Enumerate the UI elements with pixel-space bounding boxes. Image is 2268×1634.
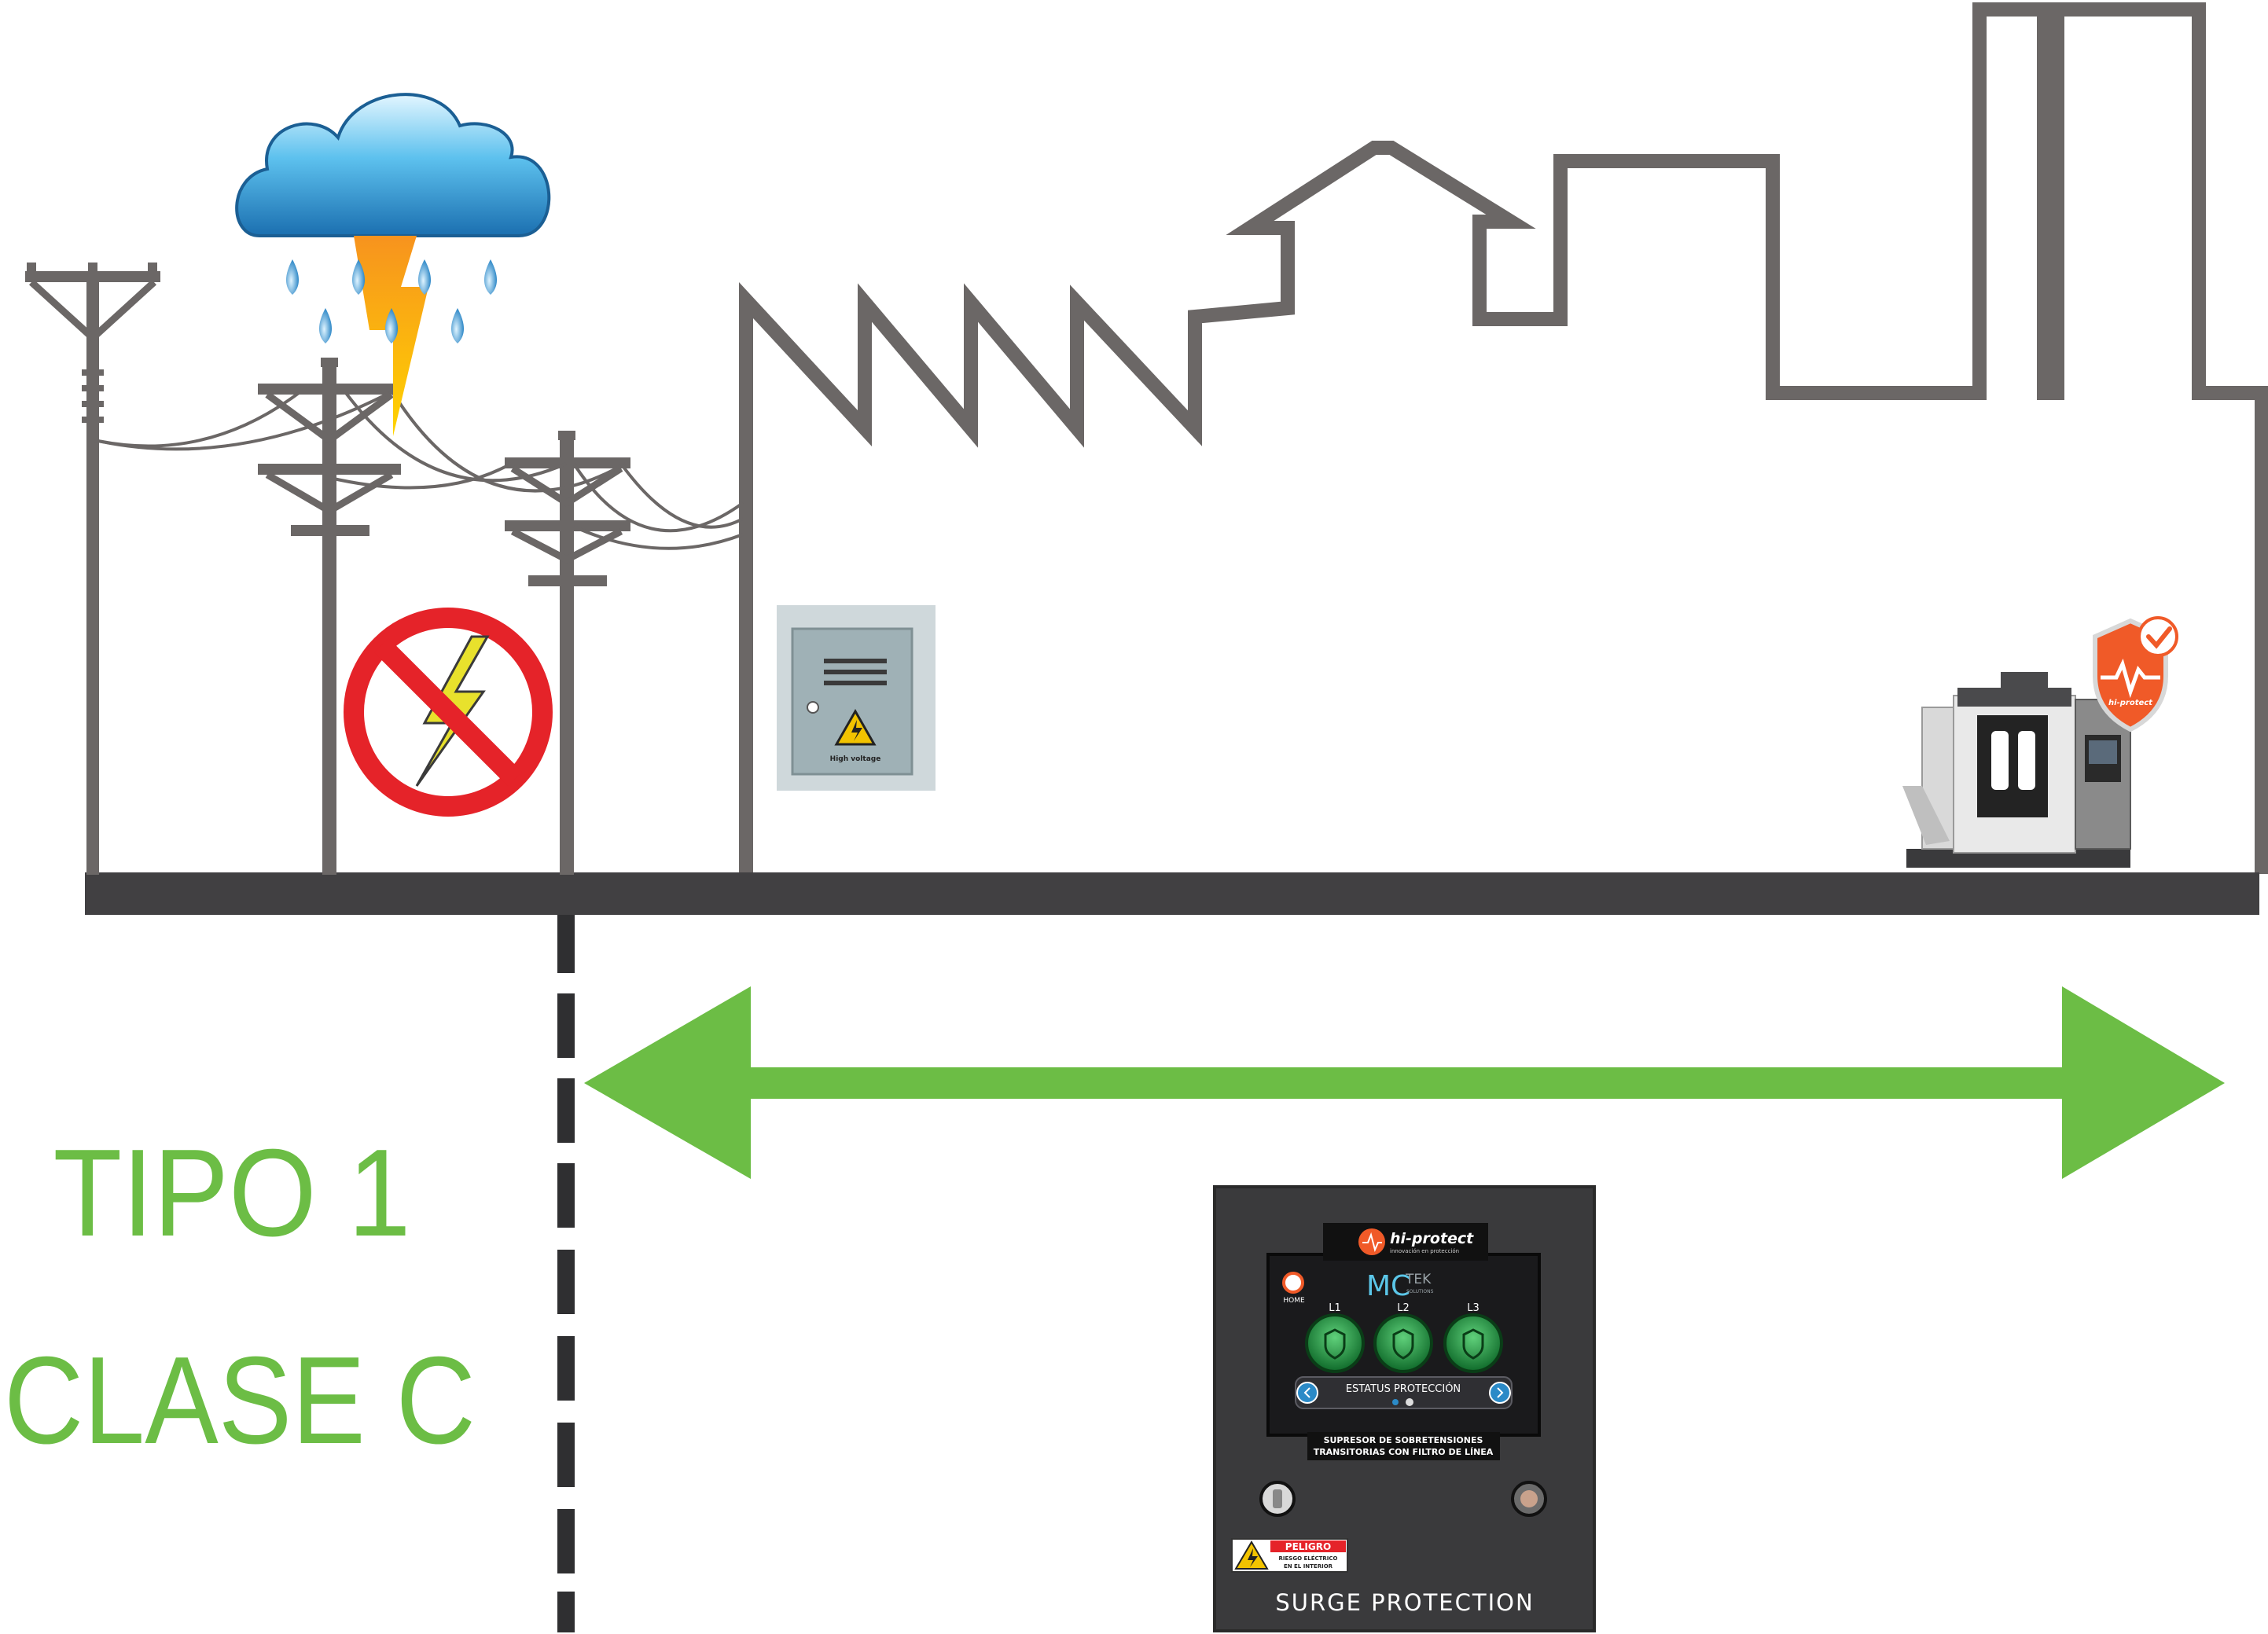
type-label: TIPO 1	[53, 1124, 411, 1262]
checkmark-icon	[2138, 616, 2178, 657]
brand-logo-icon	[1358, 1228, 1385, 1255]
electrical-cabinet: High voltage	[777, 605, 936, 791]
home-icon[interactable]	[1282, 1272, 1304, 1294]
no-lightning-sign-icon	[344, 608, 553, 817]
line-label-l1: L1	[1329, 1302, 1341, 1314]
line-status-button-l1[interactable]	[1305, 1313, 1365, 1373]
brand-name: hi-protect	[1390, 1230, 1474, 1247]
power-lines	[94, 391, 744, 550]
rain-drops-icon	[286, 259, 497, 343]
electric-hazard-icon	[1248, 1548, 1258, 1567]
device-caption-line1: SUPRESOR DE SOBRETENSIONES	[1324, 1435, 1483, 1445]
shield-badge-text: hi-protect	[2108, 699, 2153, 707]
warning-line1: RIESGO ELÉCTRICO	[1279, 1555, 1338, 1562]
danger-warning-label: PELIGRO RIESGO ELÉCTRICO EN EL INTERIOR	[1231, 1538, 1348, 1573]
power-switch[interactable]	[1259, 1481, 1296, 1517]
ground-line	[85, 872, 2259, 915]
utility-pole-2	[258, 358, 401, 875]
indicator-lamp	[1511, 1481, 1547, 1517]
protection-shield-badge-icon: hi-protect	[2093, 616, 2178, 733]
cabinet-sign-text: High voltage	[830, 755, 881, 763]
status-label: ESTATUS PROTECCIÓN	[1346, 1382, 1461, 1395]
screen-brand-small: SOLUTIONS	[1406, 1289, 1434, 1294]
page-dot-active-icon	[1406, 1398, 1413, 1406]
storm-cloud-icon	[235, 93, 551, 237]
screen-brand-main: MC	[1366, 1270, 1410, 1302]
cabinet-lock-icon	[807, 701, 819, 714]
home-label: HOME	[1283, 1297, 1305, 1305]
cnc-machine	[1902, 672, 2131, 868]
factory-outline	[739, 2, 2268, 874]
class-label: CLASE C	[4, 1331, 476, 1470]
status-prev-icon[interactable]	[1296, 1382, 1318, 1404]
device-footer: SURGE PROTECTION	[1275, 1589, 1534, 1616]
line-label-l3: L3	[1467, 1302, 1480, 1314]
warning-title: PELIGRO	[1285, 1541, 1331, 1552]
utility-pole-3	[505, 431, 630, 875]
screen-brand-sub: TEK	[1405, 1272, 1432, 1287]
dashed-boundary-line	[557, 915, 575, 1632]
line-status-button-l2[interactable]	[1373, 1313, 1433, 1373]
page-dot-icon	[1392, 1399, 1399, 1405]
line-label-l2: L2	[1397, 1302, 1410, 1314]
line-status-button-l3[interactable]	[1443, 1313, 1503, 1373]
status-next-icon[interactable]	[1489, 1382, 1511, 1404]
brand-tagline: innovación en protección	[1390, 1248, 1459, 1254]
device-caption-line2: TRANSITORIAS CON FILTRO DE LÍNEA	[1314, 1447, 1494, 1457]
protection-range-arrow	[584, 986, 2225, 1179]
warning-line2: EN EL INTERIOR	[1284, 1563, 1333, 1570]
surge-protection-device: hi-protect innovación en protección HOME…	[1213, 1185, 1596, 1632]
utility-pole-1	[25, 263, 160, 875]
lightning-bolt-icon	[354, 236, 428, 436]
